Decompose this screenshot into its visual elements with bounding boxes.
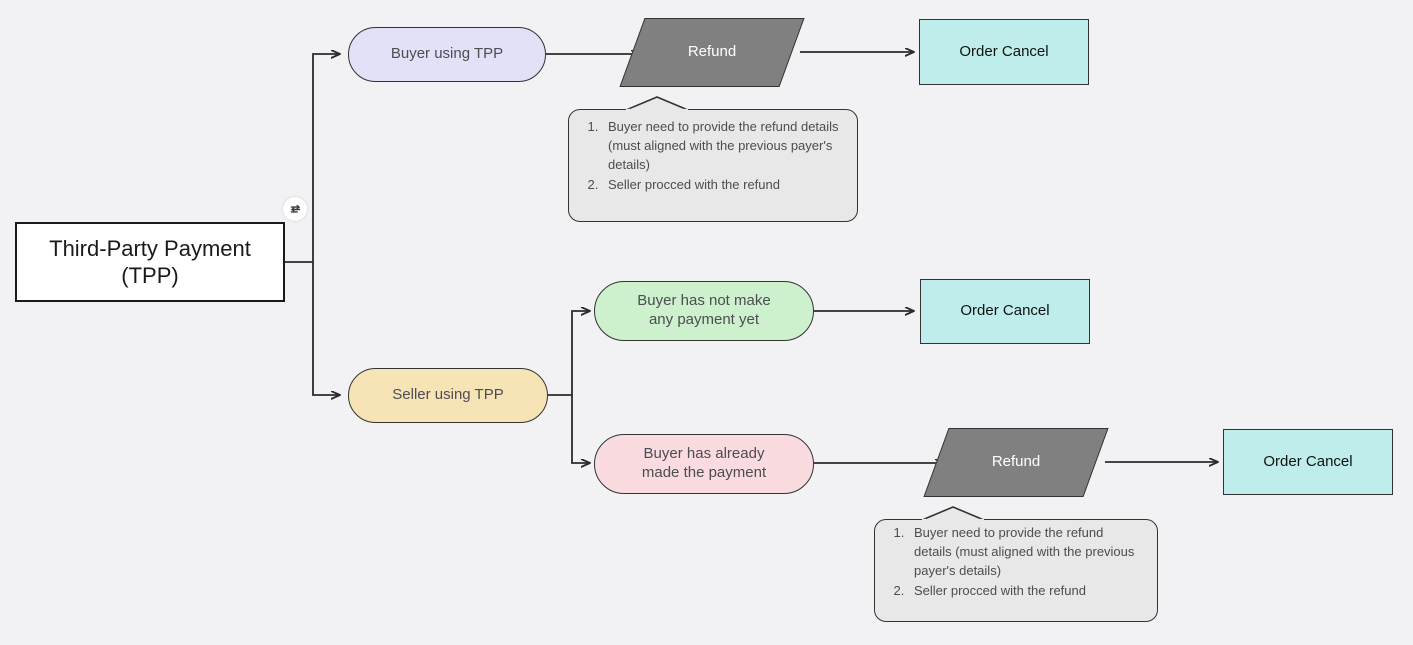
node-buyer-already-paid-label-line1: Buyer has already (643, 445, 765, 463)
note-refund-bottom-body (874, 519, 1158, 622)
node-third-party-payment[interactable]: Third-Party Payment (TPP) (15, 222, 285, 302)
node-buyer-no-payment-label-line1: Buyer has not make (637, 292, 771, 310)
note-refund-top[interactable]: Buyer need to provide the refund details… (568, 96, 858, 222)
note-item: Seller procced with the refund (602, 176, 844, 195)
flow-connector-glyph (290, 204, 300, 213)
node-buyer-no-payment[interactable]: Buyer has not make any payment yet (594, 281, 814, 341)
node-refund-top[interactable]: Refund (619, 18, 805, 87)
note-item: Buyer need to provide the refund details… (602, 118, 844, 175)
edge-seller-to-nopayment (571, 311, 590, 395)
node-refund-bottom[interactable]: Refund (923, 428, 1109, 497)
node-buyer-no-payment-label-line2: any payment yet (648, 311, 760, 328)
node-buyer-already-paid-label-line2: made the payment (641, 464, 767, 481)
note-item: Buyer need to provide the refund details… (908, 524, 1144, 581)
node-seller-using-tpp-label: Seller using TPP (392, 386, 504, 404)
edge-root-to-seller (312, 262, 340, 395)
node-order-cancel-1[interactable]: Order Cancel (919, 19, 1089, 85)
edge-seller-to-alreadypaid (571, 395, 590, 463)
node-order-cancel-3[interactable]: Order Cancel (1223, 429, 1393, 495)
note-refund-bottom[interactable]: Buyer need to provide the refund details… (874, 506, 1158, 622)
node-order-cancel-2[interactable]: Order Cancel (920, 279, 1090, 344)
node-root-label-line2: (TPP) (121, 263, 179, 288)
node-order-cancel-3-label: Order Cancel (1263, 452, 1353, 470)
note-refund-bottom-pointer (921, 506, 985, 522)
note-refund-top-pointer (625, 96, 689, 112)
edge-root-to-buyer (312, 54, 340, 262)
note-refund-top-body (568, 109, 858, 222)
note-item: Seller procced with the refund (908, 582, 1144, 601)
node-order-cancel-1-label: Order Cancel (959, 42, 1049, 60)
note-refund-bottom-list: Buyer need to provide the refund details… (874, 506, 1158, 611)
node-buyer-using-tpp[interactable]: Buyer using TPP (348, 27, 546, 82)
node-refund-bottom-label: Refund (991, 453, 1041, 471)
node-refund-top-label: Refund (687, 43, 737, 61)
note-refund-top-list: Buyer need to provide the refund details… (568, 96, 858, 205)
node-buyer-already-paid[interactable]: Buyer has already made the payment (594, 434, 814, 494)
flow-connector-icon[interactable] (283, 197, 307, 221)
node-order-cancel-2-label: Order Cancel (960, 302, 1050, 320)
node-root-label-line1: Third-Party Payment (49, 235, 251, 261)
node-seller-using-tpp[interactable]: Seller using TPP (348, 368, 548, 423)
node-buyer-using-tpp-label: Buyer using TPP (390, 45, 504, 63)
